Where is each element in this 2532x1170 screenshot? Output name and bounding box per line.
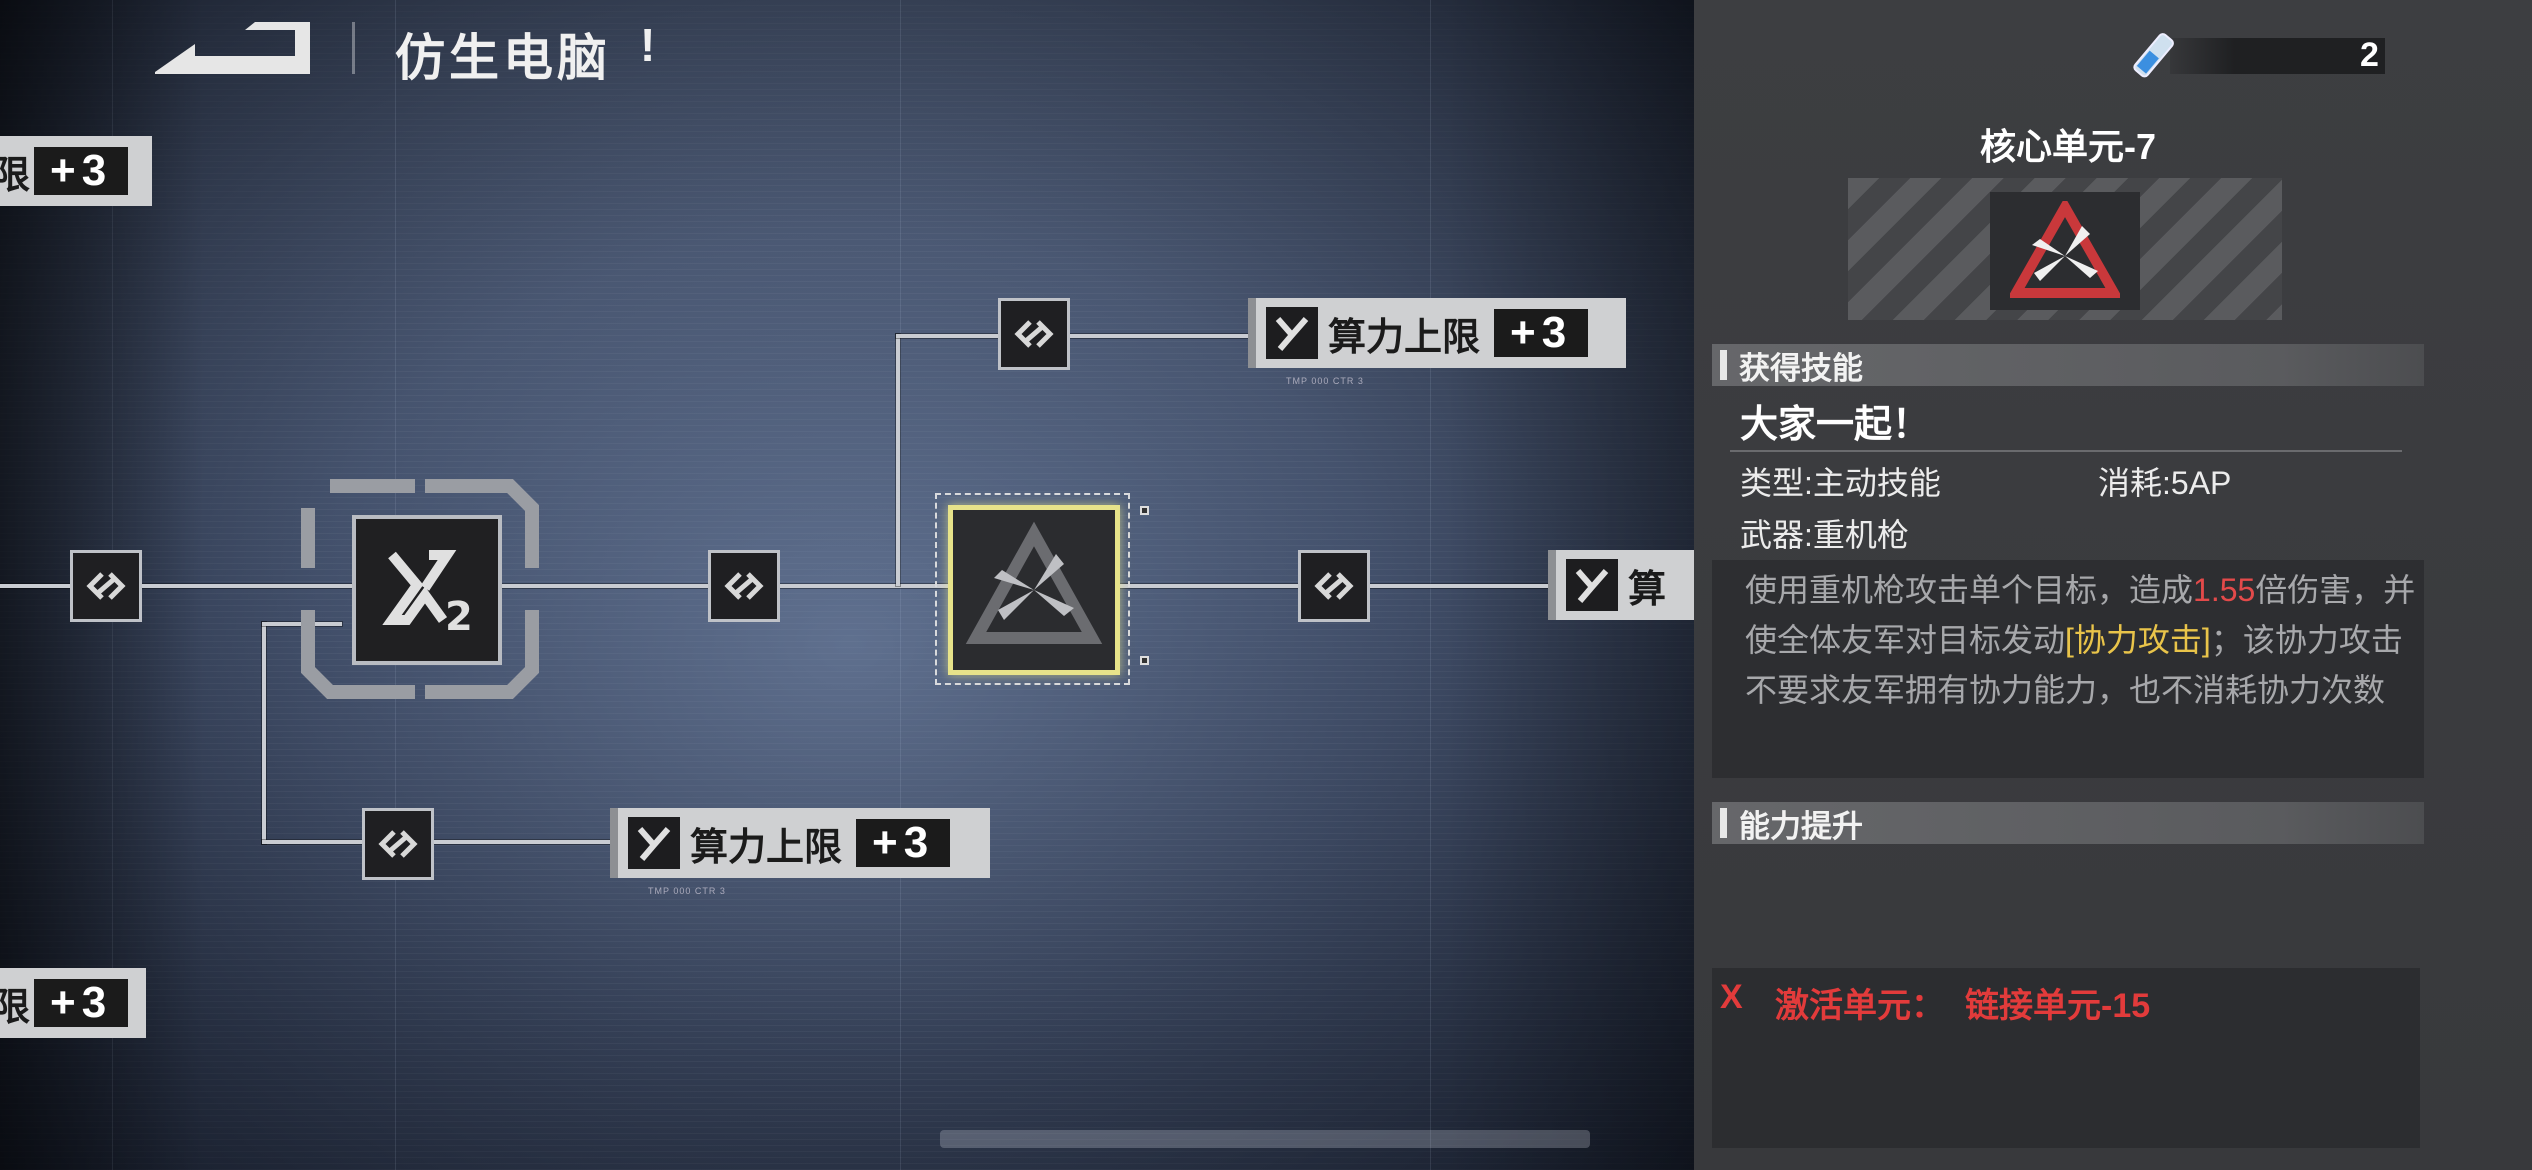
core-unit-node[interactable] (948, 505, 1120, 675)
stat-node-compute-cap[interactable]: 算力上限 +3 TMP 000 CTR 3 (1248, 298, 1626, 386)
link-node[interactable] (998, 298, 1070, 370)
link-chain-icon (86, 572, 126, 600)
connector (262, 622, 266, 844)
skill-description: 使用重机枪攻击单个目标，造成1.55倍伤害，并使全体友军对目标发动[协力攻击]；… (1745, 572, 2416, 708)
triangle-burst-icon (2010, 201, 2120, 298)
compute-icon (628, 817, 680, 869)
damage-multiplier: 1.55 (2193, 572, 2256, 608)
currency-bar (2170, 38, 2385, 74)
unit-image (1990, 192, 2140, 310)
keyword-link[interactable]: [协力攻击] (2065, 622, 2211, 658)
stat-caption: TMP 000 CTR 3 (1286, 376, 1364, 386)
compute-icon (1566, 559, 1618, 611)
selection-frame (935, 493, 1130, 685)
link-node[interactable] (362, 808, 434, 880)
connector (432, 840, 612, 844)
connector (896, 334, 900, 586)
section-header-skill: 获得技能 (1712, 344, 2424, 386)
horizontal-scrollbar[interactable] (940, 1130, 1590, 1148)
svg-text:2: 2 (445, 594, 473, 640)
stat-node-compute-cap[interactable]: 限 +3 (0, 968, 146, 1038)
selection-handle (1140, 656, 1149, 665)
skill-name: 大家一起！ (1740, 404, 1931, 446)
connector (262, 840, 362, 844)
requirement-unmet-icon: X (1720, 978, 1743, 1016)
compute-x2-icon: 2 (382, 550, 473, 640)
connector (1118, 584, 1303, 588)
stat-label: 限 (0, 986, 31, 1029)
connector (500, 584, 710, 588)
stat-value: +3 (34, 146, 129, 195)
stat-node-compute-cap[interactable]: 限 +3 (0, 136, 152, 206)
stat-value: +3 (1494, 308, 1589, 357)
link-chain-icon (378, 830, 418, 858)
stat-label: 算 (1628, 568, 1667, 611)
stat-label: 算力上限 (690, 826, 843, 869)
compute-icon (1266, 307, 1318, 359)
link-chain-icon (1314, 572, 1354, 600)
section-title: 能力提升 (1739, 808, 1863, 844)
stat-label: 限 (0, 154, 31, 197)
connector (140, 584, 355, 588)
stat-value: +3 (34, 978, 129, 1027)
stat-caption: TMP 000 CTR 3 (648, 886, 726, 896)
back-arrow-icon[interactable] (155, 22, 310, 74)
requirement-label: 激活单元： (1775, 987, 1945, 1025)
connector (1370, 584, 1550, 588)
connector (896, 334, 1000, 338)
section-title: 获得技能 (1739, 350, 1863, 386)
stat-label: 算力上限 (1328, 316, 1481, 359)
compute-multiplier-node[interactable]: 2 (352, 515, 502, 665)
stat-node-compute-cap[interactable]: 算力上限 +3 TMP 000 CTR 3 (610, 808, 990, 896)
big-node-frame (301, 479, 539, 699)
stat-node-compute-cap[interactable]: 算 (1548, 550, 1694, 620)
connector (780, 584, 950, 588)
tube-icon (2133, 33, 2174, 78)
section-header-ability: 能力提升 (1712, 802, 2424, 844)
link-chain-icon (724, 572, 764, 600)
connector (1070, 334, 1250, 338)
title-divider (352, 22, 355, 74)
link-node[interactable] (1298, 550, 1370, 622)
title-alert-mark: ! (640, 19, 656, 71)
link-chain-icon (1014, 320, 1054, 348)
skill-type: 类型:主动技能 (1740, 465, 1941, 501)
skill-cost: 消耗:5AP (2098, 465, 2232, 501)
divider (1730, 450, 2402, 452)
unit-title: 核心单元-7 (1980, 126, 2157, 167)
stat-value: +3 (856, 818, 951, 867)
currency-count: 2 (2360, 36, 2379, 74)
link-node[interactable] (70, 550, 142, 622)
page-title: 仿生电脑 (395, 30, 611, 86)
triangle-burst-icon (965, 521, 1103, 644)
selection-handle (1140, 506, 1149, 515)
requirement-box (1712, 968, 2420, 1148)
requirement-value: 链接单元-15 (1965, 987, 2151, 1025)
skill-weapon: 武器:重机枪 (1740, 517, 1909, 553)
connector (0, 584, 70, 588)
link-node[interactable] (708, 550, 780, 622)
description-box (1712, 560, 2424, 778)
